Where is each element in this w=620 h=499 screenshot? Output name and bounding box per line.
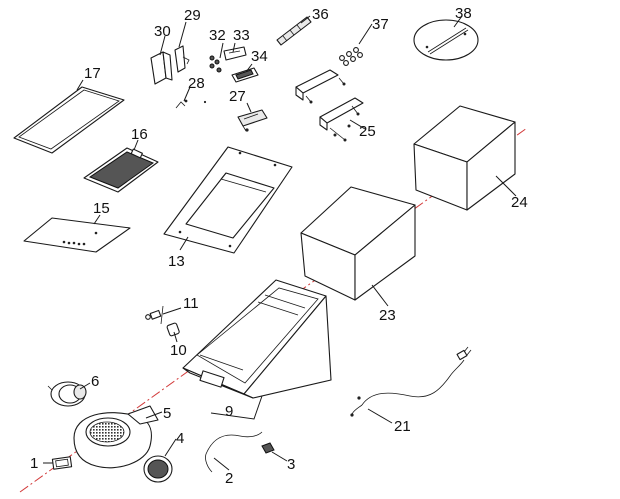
callout-11: 11	[183, 295, 199, 312]
callout-27: 27	[229, 88, 246, 105]
leader-lines	[43, 15, 517, 471]
callout-23: 23	[379, 307, 396, 324]
callout-17: 17	[84, 65, 101, 82]
part-24-duct-cover	[413, 105, 516, 211]
callout-5: 5	[163, 405, 171, 422]
callout-24: 24	[511, 194, 528, 211]
part-38-round-plate	[413, 19, 479, 61]
part-29-clip	[174, 45, 190, 73]
callout-21: 21	[394, 418, 411, 435]
part-6-motor	[47, 381, 87, 407]
part-25-brackets	[295, 69, 364, 142]
callout-16: 16	[131, 126, 148, 143]
callout-15: 15	[93, 200, 110, 217]
part-27-pcb	[237, 109, 268, 132]
callout-28: 28	[188, 75, 205, 92]
part-10-bulb	[166, 322, 180, 337]
part-1-bracket	[51, 456, 73, 470]
part-28-screws	[175, 99, 207, 109]
part-17-panel	[13, 86, 125, 154]
part-34-switch-module	[231, 67, 259, 83]
callout-32: 32	[209, 27, 226, 44]
callout-13: 13	[168, 253, 185, 270]
callout-34: 34	[251, 48, 268, 65]
callout-29: 29	[184, 7, 201, 24]
callout-38: 38	[455, 5, 472, 22]
callout-4: 4	[176, 430, 184, 447]
part-4-fan-wheel	[143, 455, 173, 483]
part-33-switch-plate	[223, 46, 247, 61]
callout-25: 25	[359, 123, 376, 140]
part-3-clip	[261, 442, 275, 454]
part-16-grease-filter	[83, 147, 159, 193]
callout-6: 6	[91, 373, 99, 390]
callout-30: 30	[154, 23, 171, 40]
callout-36: 36	[312, 6, 329, 23]
part-11-bulb-holder	[145, 305, 164, 325]
callout-9: 9	[225, 403, 233, 420]
part-5-blower-housing	[73, 405, 159, 469]
part-30-bracket-box	[150, 51, 173, 85]
part-21-power-cord	[350, 346, 472, 417]
part-23-duct-cover	[300, 186, 416, 301]
part-36-roller	[276, 16, 312, 46]
part-9-hood-body	[182, 279, 332, 399]
callout-1: 1	[30, 455, 38, 472]
part-32-fasteners	[209, 55, 222, 73]
part-2-wire	[205, 431, 263, 473]
callout-10: 10	[170, 342, 187, 359]
callout-2: 2	[225, 470, 233, 487]
callout-37: 37	[372, 16, 389, 33]
callout-3: 3	[287, 456, 295, 473]
part-15-control-panel	[23, 217, 131, 253]
part-37-washers	[339, 47, 363, 66]
callout-labels: 17 16 15 13 24 23 25 27 28 29 30 32 33 3…	[30, 5, 528, 487]
part-13-frame	[163, 146, 293, 254]
callout-33: 33	[233, 27, 250, 44]
